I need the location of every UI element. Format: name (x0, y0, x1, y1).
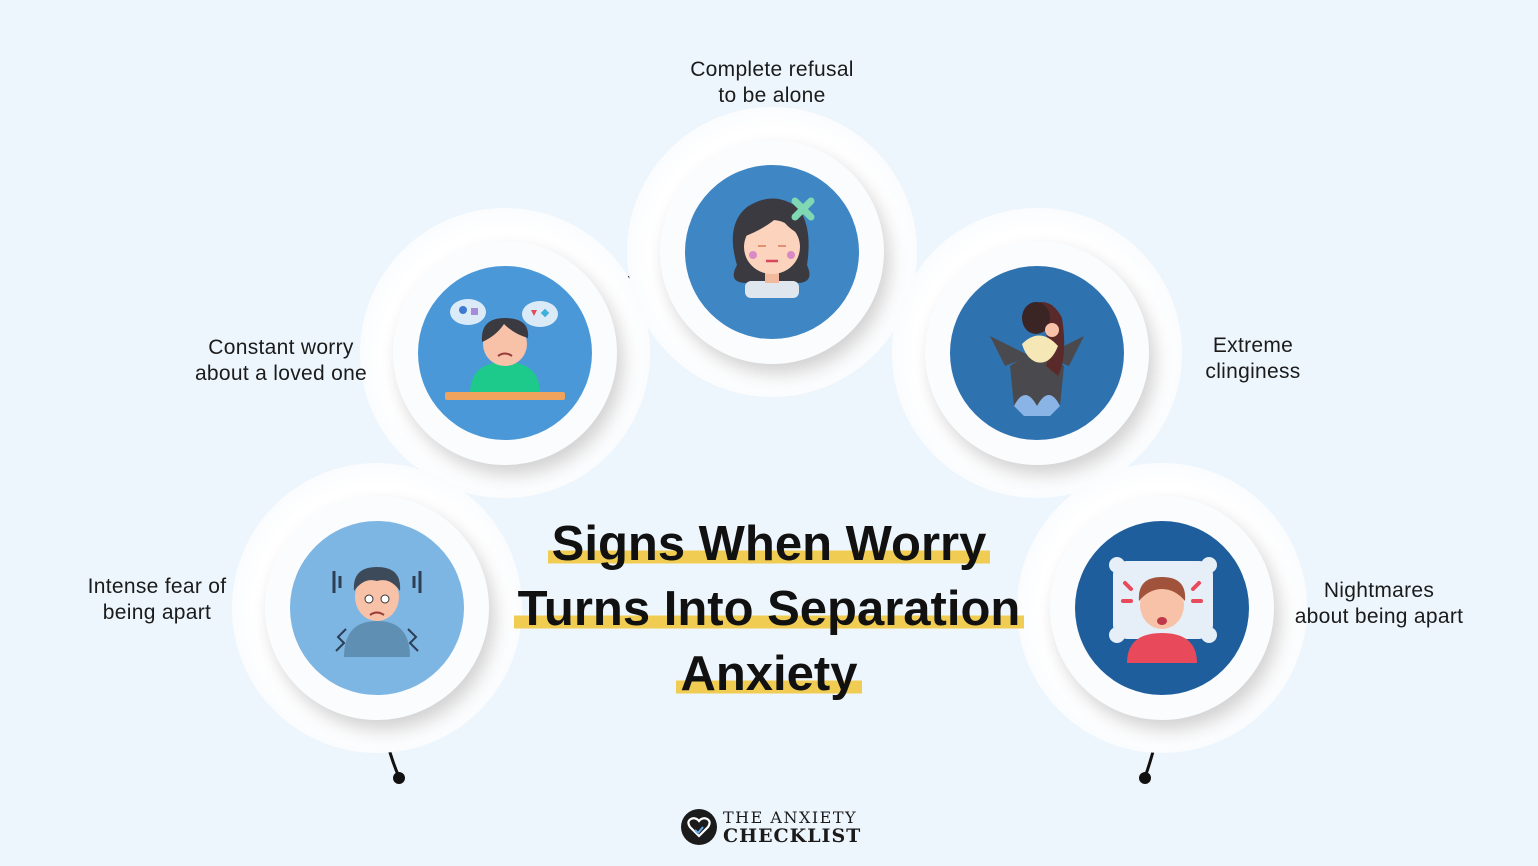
sign-label-clinginess: Extreme clinginess (1188, 333, 1318, 385)
sign-label-fear: Intense fear of being apart (72, 574, 242, 626)
nightmare-pillow-icon (1075, 521, 1249, 695)
label-line: Complete refusal (690, 58, 854, 81)
title-line: Signs When Worry (547, 517, 991, 571)
label-line: being apart (102, 601, 212, 624)
label-line: about a loved one (194, 362, 368, 385)
label-line: Constant worry (208, 336, 354, 359)
connector-end-dot (1139, 772, 1151, 784)
sign-label-worry: Constant worry about a loved one (171, 335, 391, 387)
label-line: Nightmares (1323, 579, 1435, 602)
logo-text-bottom: CHECKLIST (723, 825, 862, 847)
connector-end-dot (393, 772, 405, 784)
title-line: Turns Into Separation (513, 582, 1025, 636)
hugging-couple-icon (950, 266, 1124, 440)
sign-label-refusal: Complete refusal to be alone (672, 57, 872, 109)
main-title: Signs When Worry Turns Into Separation A… (0, 512, 1538, 707)
logo-text-top: THE ANXIETY (723, 808, 858, 827)
label-line: Intense fear of (87, 575, 227, 598)
sign-label-nightmares: Nightmares about being apart (1270, 578, 1488, 630)
label-line: clinginess (1205, 360, 1301, 383)
heart-check-icon (681, 809, 717, 845)
girl-refusal-icon (685, 165, 859, 339)
anxious-man-icon (290, 521, 464, 695)
label-line: to be alone (718, 84, 826, 107)
label-line: about being apart (1294, 605, 1464, 628)
brand-logo: THE ANXIETY CHECKLIST (681, 808, 861, 846)
title-line: Anxiety (676, 647, 862, 701)
worried-person-icon (418, 266, 592, 440)
label-line: Extreme (1212, 334, 1294, 357)
